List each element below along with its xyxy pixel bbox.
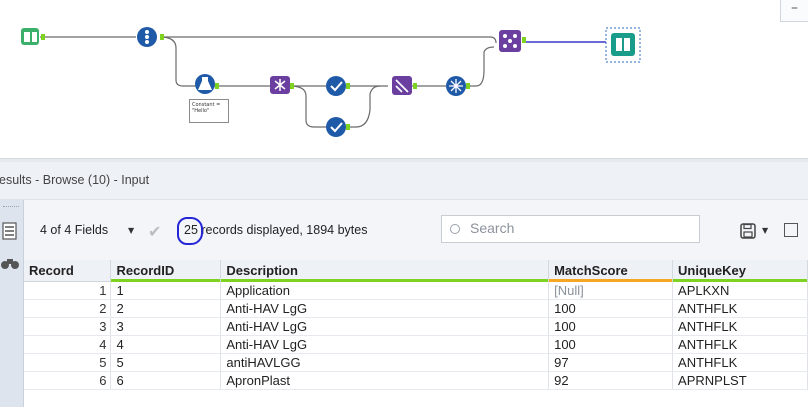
record-cell: 6: [24, 371, 112, 390]
transform-tool-icon: [392, 76, 412, 95]
description-cell: Anti-HAV LgG: [220, 335, 550, 354]
record-cell: 1: [24, 281, 112, 300]
results-grid: Record RecordID Description MatchScore U…: [24, 260, 808, 390]
recordid-cell: 3: [110, 317, 222, 336]
recordid-cell: 2: [110, 299, 222, 318]
uniquekey-cell: ANTHFLK: [672, 317, 808, 336]
uniquekey-cell: ANTHFLK: [672, 335, 808, 354]
column-header-record[interactable]: Record: [24, 260, 112, 282]
results-panel-header: esults - Browse (10) - Input: [0, 162, 808, 200]
search-input[interactable]: Search: [441, 215, 700, 243]
summarize-tool-icon: [446, 76, 466, 96]
column-header-matchscore[interactable]: MatchScore: [548, 260, 674, 282]
matchscore-cell: 100: [548, 299, 674, 318]
rail-grip[interactable]: [3, 206, 19, 210]
record-cell: 4: [24, 335, 112, 354]
fields-selector[interactable]: 4 of 4 Fields: [40, 223, 109, 237]
table-row[interactable]: 5 5 antiHAVLGG 97 ANTHFLK: [24, 353, 808, 372]
search-icon: [450, 224, 460, 234]
column-header-recordid[interactable]: RecordID: [110, 260, 222, 282]
table-row[interactable]: 3 3 Anti-HAV LgG 100 ANTHFLK: [24, 317, 808, 336]
minimize-button[interactable]: –: [780, 0, 808, 22]
comment-annotation[interactable]: Constant = "Hello": [189, 99, 229, 123]
recordid-cell: 4: [110, 335, 222, 354]
record-cell: 3: [24, 317, 112, 336]
save-dropdown-chevron-icon[interactable]: ▼: [762, 226, 769, 235]
matchscore-cell: 100: [548, 335, 674, 354]
description-cell: Application: [220, 281, 550, 300]
binoculars-icon[interactable]: [0, 256, 20, 270]
grid-header-row: Record RecordID Description MatchScore U…: [24, 260, 808, 282]
search-placeholder: Search: [470, 220, 515, 236]
record-cell: 5: [24, 353, 112, 372]
description-cell: ApronPlast: [220, 371, 550, 390]
chevron-down-icon[interactable]: ▼: [128, 226, 135, 235]
recordid-cell: 6: [110, 371, 222, 390]
matchscore-cell: 92: [548, 371, 674, 390]
results-panel-title: esults - Browse (10) - Input: [0, 173, 150, 187]
record-cell: 2: [24, 299, 112, 318]
panel-splitter[interactable]: [0, 158, 808, 162]
checkmark-icon: ✔: [148, 222, 162, 241]
uniquekey-cell: ANTHFLK: [672, 299, 808, 318]
filter-tool-icon-2: [326, 117, 346, 137]
list-view-icon[interactable]: [2, 222, 17, 240]
workflow-connections: [21, 27, 641, 137]
fuzzy-match-tool-icon: [270, 76, 290, 94]
filter-tool-icon: [326, 76, 346, 96]
matchscore-cell: [Null]: [548, 281, 674, 300]
description-cell: Anti-HAV LgG: [220, 317, 550, 336]
records-summary: 25 records displayed, 1894 bytes: [184, 223, 368, 237]
matchscore-cell: 97: [548, 353, 674, 372]
table-row[interactable]: 2 2 Anti-HAV LgG 100 ANTHFLK: [24, 299, 808, 318]
uniquekey-cell: APLKXN: [672, 281, 808, 300]
select-tool-icon: [137, 27, 157, 47]
matchscore-cell: 100: [548, 317, 674, 336]
uniquekey-cell: ANTHFLK: [672, 353, 808, 372]
input-data-tool-icon: [21, 28, 39, 45]
join-tool-icon: [499, 30, 521, 52]
column-header-description[interactable]: Description: [220, 260, 550, 282]
table-row[interactable]: 4 4 Anti-HAV LgG 100 ANTHFLK: [24, 335, 808, 354]
recordid-cell: 5: [110, 353, 222, 372]
browse-tool-icon: [605, 27, 641, 63]
column-header-uniquekey[interactable]: UniqueKey: [672, 260, 808, 282]
highlight-circle-annotation: [177, 217, 203, 245]
table-options-icon[interactable]: [784, 223, 798, 237]
workflow-canvas[interactable]: Constant = "Hello" –: [0, 0, 808, 158]
table-row[interactable]: 1 1 Application [Null] APLKXN: [24, 281, 808, 300]
description-cell: Anti-HAV LgG: [220, 299, 550, 318]
description-cell: antiHAVLGG: [220, 353, 550, 372]
table-row[interactable]: 6 6 ApronPlast 92 APRNPLST: [24, 371, 808, 390]
formula-tool-icon: [195, 74, 215, 94]
save-icon[interactable]: [740, 223, 756, 239]
recordid-cell: 1: [110, 281, 222, 300]
uniquekey-cell: APRNPLST: [672, 371, 808, 390]
